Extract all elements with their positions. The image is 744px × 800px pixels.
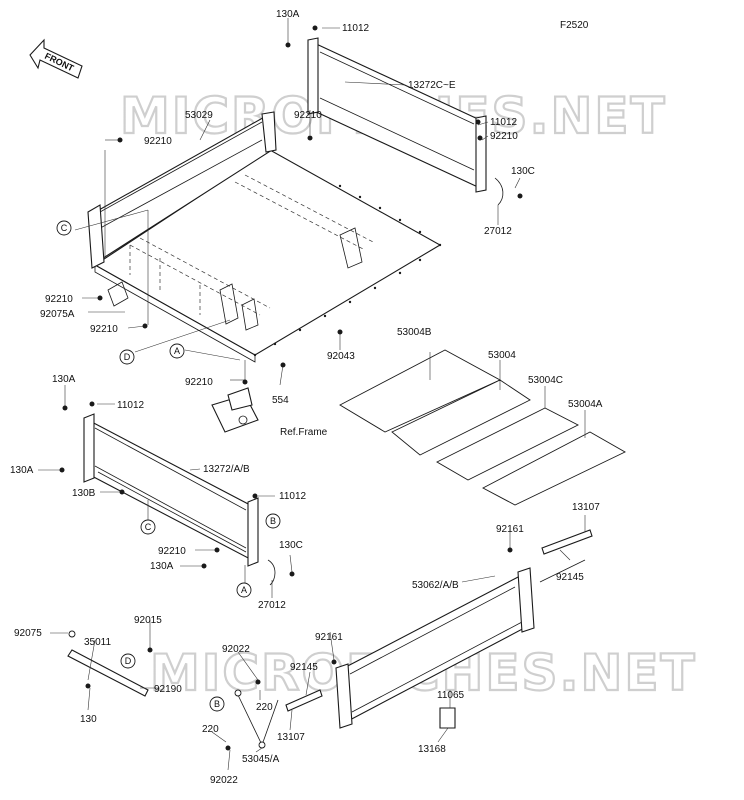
part-label: 13107: [572, 502, 600, 513]
svg-text:A: A: [174, 346, 180, 356]
part-label: 92210: [294, 110, 322, 121]
tailgate-cable: [234, 689, 279, 749]
svg-text:C: C: [145, 522, 152, 532]
hinge-rod: [67, 630, 149, 697]
callout-a-top: A: [169, 343, 185, 359]
part-label: 11012: [279, 491, 307, 502]
front-arrow-icon: FRONT: [29, 38, 83, 79]
part-label: 13107: [277, 732, 305, 743]
part-label: 92145: [290, 662, 318, 673]
part-label: 130A: [10, 465, 34, 476]
part-label: 53004C: [528, 375, 563, 386]
part-label: 130: [80, 714, 97, 725]
part-label: 11012: [117, 400, 145, 411]
part-label: 53004: [488, 350, 516, 361]
part-label: 13168: [418, 744, 446, 755]
part-label: 130A: [52, 374, 76, 385]
part-label: 92043: [327, 351, 355, 362]
part-label: 130A: [276, 9, 300, 20]
part-label: 11065: [437, 690, 465, 701]
callout-b-mid: B: [265, 513, 281, 529]
svg-text:A: A: [241, 585, 247, 595]
part-labels: 130A 11012 13272C~E 92210 11012 92210 13…: [10, 9, 603, 786]
part-label: 130A: [150, 561, 174, 572]
part-label: 92161: [315, 632, 343, 643]
part-label: 220: [202, 724, 219, 735]
callout-b-bottom: B: [209, 696, 225, 712]
fasteners: [59, 25, 523, 751]
part-label: 53062/A/B: [412, 580, 459, 591]
part-label: Ref.Frame: [280, 427, 328, 438]
part-label: 92161: [496, 524, 524, 535]
part-label: 130C: [279, 540, 303, 551]
part-label: 53045/A: [242, 754, 280, 765]
bed-mats: [339, 349, 626, 506]
part-label: 554: [272, 395, 289, 406]
svg-text:D: D: [125, 656, 132, 666]
callout-c-top: C: [56, 220, 72, 236]
part-label: 27012: [484, 226, 512, 237]
part-label: 92022: [210, 775, 238, 786]
part-label: 92210: [490, 131, 518, 142]
part-label: 53029: [185, 110, 213, 121]
svg-text:B: B: [270, 516, 276, 526]
part-label: 92015: [134, 615, 162, 626]
diagram-code: F2520: [560, 20, 589, 31]
part-label: 92210: [144, 136, 172, 147]
part-label: 92210: [158, 546, 186, 557]
part-label: 13272C~E: [408, 80, 456, 91]
part-label: 35011: [84, 637, 112, 648]
part-label: 11012: [490, 117, 518, 128]
svg-text:C: C: [61, 223, 68, 233]
part-label: 130B: [72, 488, 96, 499]
part-label: 92022: [222, 644, 250, 655]
svg-text:B: B: [214, 699, 220, 709]
part-label: 13272/A/B: [203, 464, 250, 475]
part-label: 92075: [14, 628, 42, 639]
part-label: 92210: [90, 324, 118, 335]
part-label: 130C: [511, 166, 535, 177]
part-label: 92190: [154, 684, 182, 695]
svg-text:D: D: [124, 352, 131, 362]
part-label: 92075A: [40, 309, 75, 320]
latch-pins: [285, 529, 593, 729]
part-label: 92210: [45, 294, 73, 305]
part-label: 27012: [258, 600, 286, 611]
callout-d-top: D: [119, 349, 135, 365]
part-label: 53004A: [568, 399, 603, 410]
part-label: 11012: [342, 23, 370, 34]
part-label: 53004B: [397, 327, 432, 338]
callout-c-mid: C: [140, 519, 156, 535]
leader-lines: [38, 18, 586, 771]
part-label: 92145: [556, 572, 584, 583]
rear-panel: [307, 37, 504, 206]
part-label: 220: [256, 702, 273, 713]
cargo-bed: [87, 111, 442, 363]
callout-d-bottom: D: [120, 653, 136, 669]
part-label: 92210: [185, 377, 213, 388]
tailgate: [335, 559, 586, 729]
callout-a-mid: A: [236, 582, 252, 598]
side-panel: [83, 413, 276, 586]
ref-frame: [211, 387, 259, 433]
